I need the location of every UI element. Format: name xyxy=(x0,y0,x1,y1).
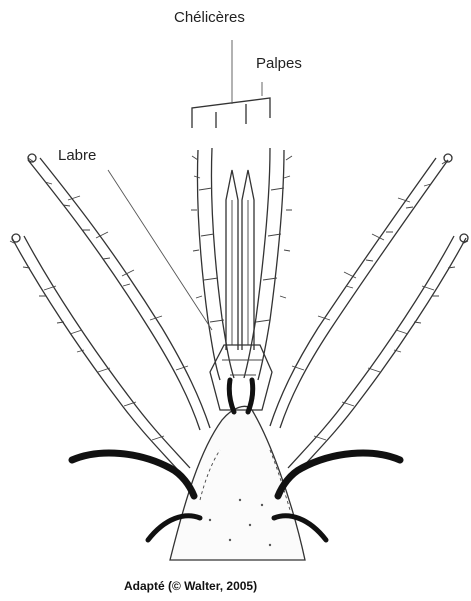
right-outer-leg xyxy=(270,154,452,428)
chelicerae-pair xyxy=(226,170,254,350)
label-chelicerae: Chélicères xyxy=(174,9,245,26)
right-inner-leg xyxy=(288,234,468,470)
leader-lines xyxy=(108,40,262,330)
label-labrum: Labre xyxy=(58,147,96,164)
figure-caption: Adapté (© Walter, 2005) xyxy=(124,579,257,593)
label-palps: Palpes xyxy=(256,55,302,72)
left-outer-leg xyxy=(28,154,210,430)
palps-bracket xyxy=(192,98,270,128)
